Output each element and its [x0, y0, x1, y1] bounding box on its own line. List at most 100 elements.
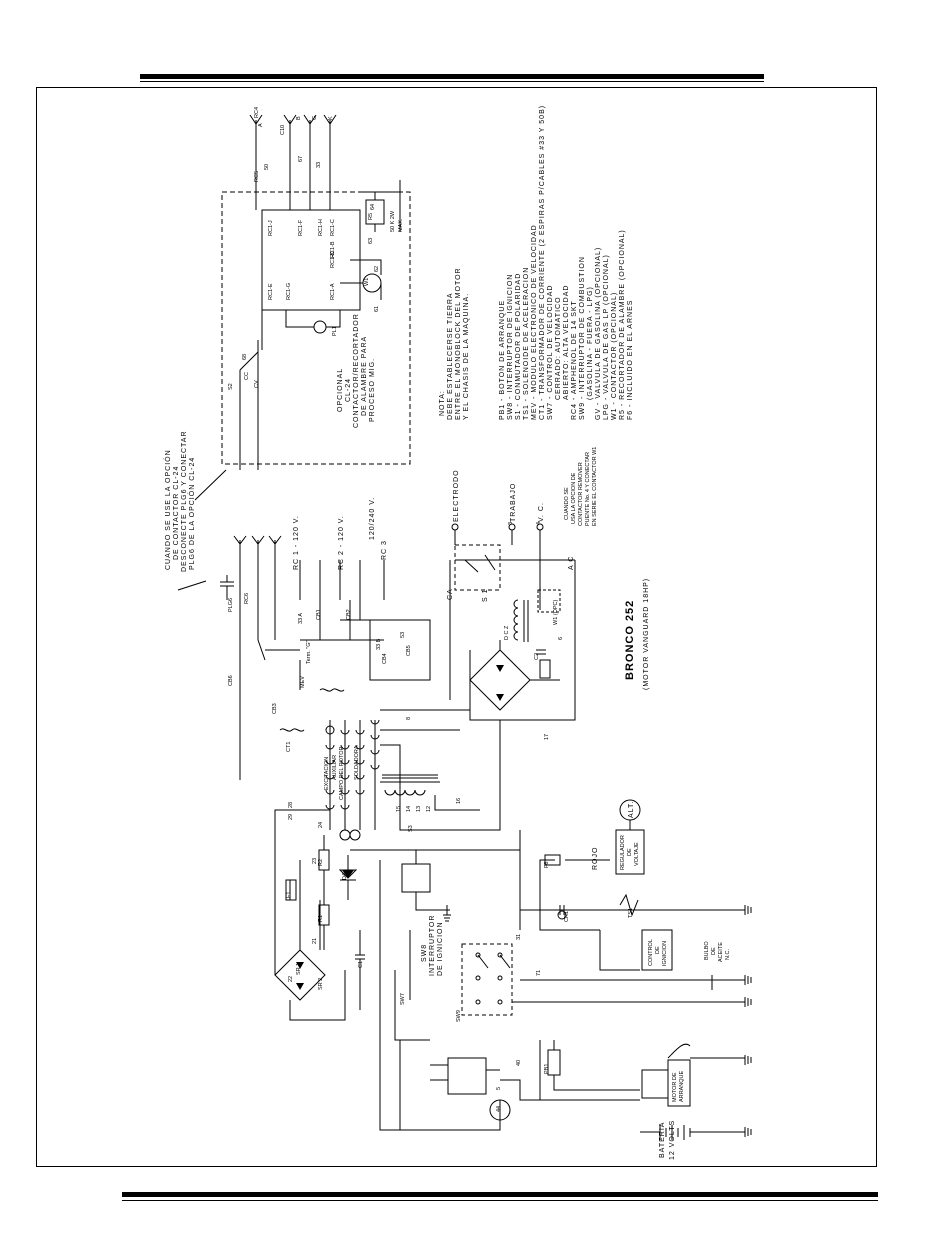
dc-choke-label: D C Z — [504, 625, 510, 640]
component-label: 13 — [416, 806, 422, 812]
legend-item: R5 - RECORTADOR DE ALAMBRE (OPCIONAL) — [619, 229, 626, 420]
ignition-control-line1: CONTROL — [648, 939, 654, 966]
rc1-voltage: RC 1 - 120 V. — [293, 515, 300, 570]
ca-label: CA — [447, 588, 454, 600]
battery-line2: 12 VOLTS — [669, 1120, 676, 1160]
diagram-title: BRONCO 252 — [624, 600, 636, 680]
r5-max: MAX. — [398, 218, 404, 232]
component-label: B — [296, 116, 302, 120]
component-label: 44 — [496, 1106, 502, 1112]
component-label: 29 — [288, 814, 294, 820]
component-label: F1 — [286, 892, 292, 898]
ignition-control-line3: IGNICION — [662, 941, 668, 966]
component-label: A — [258, 123, 264, 127]
component-label: 68 — [242, 354, 248, 360]
optional-note-line2: DE CONTACTOR CL-24 — [173, 466, 180, 560]
rc3-label: RC 3 — [381, 540, 388, 560]
ac-label: A C — [568, 556, 575, 570]
starter-line1: MOTOR DE — [672, 1072, 678, 1102]
component-label: PL1 — [332, 326, 338, 336]
component-label: RC1-G — [286, 283, 292, 300]
ignition-control-line2: DE — [655, 946, 661, 954]
diagram-frame — [36, 87, 877, 1167]
header-rule — [140, 74, 764, 79]
component-label: CB3 — [272, 703, 278, 714]
component-label: RC1-B — [330, 241, 336, 258]
component-label: 61 — [374, 306, 380, 312]
ignition-switch-line1: SW8 — [421, 944, 428, 962]
component-label: CC — [244, 372, 250, 380]
component-label: 53 — [400, 632, 406, 638]
ignition-switch-line2: INTERRUPTOR — [429, 915, 436, 976]
component-label: RC1-A — [330, 283, 336, 300]
legend-item: SW7 - CONTROL DE VELOCIDAD — [547, 285, 554, 420]
ground-note-line1: NOTA: — [439, 390, 446, 416]
component-label: 15 — [396, 806, 402, 812]
component-label: CB2 — [346, 609, 352, 620]
component-label: G — [312, 116, 318, 120]
component-label: R2 — [318, 859, 324, 866]
component-label: R1 — [318, 915, 324, 922]
ground-note-line4: Y EL CHASIS DE LA MAQUINA. — [463, 293, 470, 420]
component-label: PB1 — [544, 1064, 550, 1074]
component-label: RC1-D — [330, 251, 336, 268]
legend-item: RC4 - AMPHENOL DE 14 SKT — [571, 300, 578, 420]
component-label: RC5 — [254, 171, 260, 182]
header-rule-thin — [140, 81, 764, 82]
component-label: PLG6 — [228, 598, 234, 612]
optional-note-line3: DESCONECTE PLG6 Y CONECTAR — [181, 430, 188, 572]
component-label: C10 — [280, 125, 286, 135]
w1-note-line5: EN SERIE EL CONTACTOR W1 — [592, 447, 598, 526]
starter-line2: ARRANQUE — [679, 1070, 685, 1102]
legend-item: LPG - VALVULA DE GAS LP (OPCIONAL) — [603, 254, 610, 420]
legend-item: SW9 - INTERRUPTOR DE COMBUSTION — [579, 256, 586, 420]
w1-note-line4: PUENTE No. 4 Y CONECTAR — [585, 452, 591, 526]
component-label: 3 — [508, 522, 514, 525]
component-label: 67 — [298, 156, 304, 162]
component-label: 5 — [496, 1087, 502, 1090]
component-label: 16 — [456, 798, 462, 804]
component-label: 4 — [536, 522, 542, 525]
component-label: 28 — [288, 802, 294, 808]
optional-box-line3: CONTACTOR/RECORTADOR — [353, 313, 360, 428]
component-label: CV — [254, 380, 260, 388]
s1-label: S 1 — [482, 588, 489, 602]
component-label: SR 1 — [296, 963, 302, 975]
battery-line1: BATERIA — [659, 1122, 666, 1158]
component-label: CB6 — [228, 675, 234, 686]
legend-item: TS1 - SOLENOIDE DE ACELERACION — [523, 267, 530, 420]
legend-item: PB1 - BOTON DE ARRANQUE — [499, 300, 506, 420]
w1-note-line2: USA LA OPCION DE — [571, 472, 577, 524]
component-label: SW9 — [456, 1010, 462, 1022]
ground-note-line3: ENTRE EL MONOBLOCK DEL MOTOR — [455, 267, 462, 420]
soldadora-label: SOLDADORA — [354, 745, 360, 780]
component-label: 23 — [312, 858, 318, 864]
legend-item: CT1 - TRANSFORMADOR DE CORRIENTE (2 ESPI… — [539, 105, 546, 420]
rotor-label: CAMPO DEL ROTOR — [339, 746, 345, 800]
component-label: 22 — [288, 976, 294, 982]
regulator-line1: REGULADOR — [620, 835, 626, 870]
component-label: RC1-E — [268, 283, 274, 300]
component-label: C1 — [358, 961, 364, 968]
legend-item: F6 - INCLUIDO EN EL ARNES — [627, 300, 634, 420]
component-label: 8 — [406, 717, 412, 720]
component-label: SR 2 — [318, 978, 324, 990]
optional-box-line2: CL-24 — [345, 378, 352, 402]
component-label: 33 B — [376, 638, 382, 650]
rc1-connector-block — [261, 209, 361, 311]
legend-item: GV - VALVULA DE GASOLINA (OPCIONAL) — [595, 247, 602, 420]
vc-label: V. C. — [538, 502, 545, 522]
component-label: RC1-C — [330, 219, 336, 236]
footer-rule-thin — [122, 1200, 878, 1201]
work-label: TRABAJO — [510, 483, 517, 522]
component-label: 71 — [536, 970, 542, 976]
legend-item: (GASOLINA - FUERA - LPG) — [587, 286, 594, 400]
component-label: SW7 — [400, 993, 406, 1005]
component-label: RC1-J — [268, 220, 274, 236]
oil-bulb-line4: N.C. — [725, 949, 731, 960]
regulator-line3: VOLTAJE — [634, 842, 640, 866]
component-label: W1 — [364, 278, 370, 286]
component-label: C2 — [534, 653, 540, 660]
optional-box-outline — [221, 191, 411, 465]
w1-note-line3: CONTACTOR REMOVER — [578, 462, 584, 526]
